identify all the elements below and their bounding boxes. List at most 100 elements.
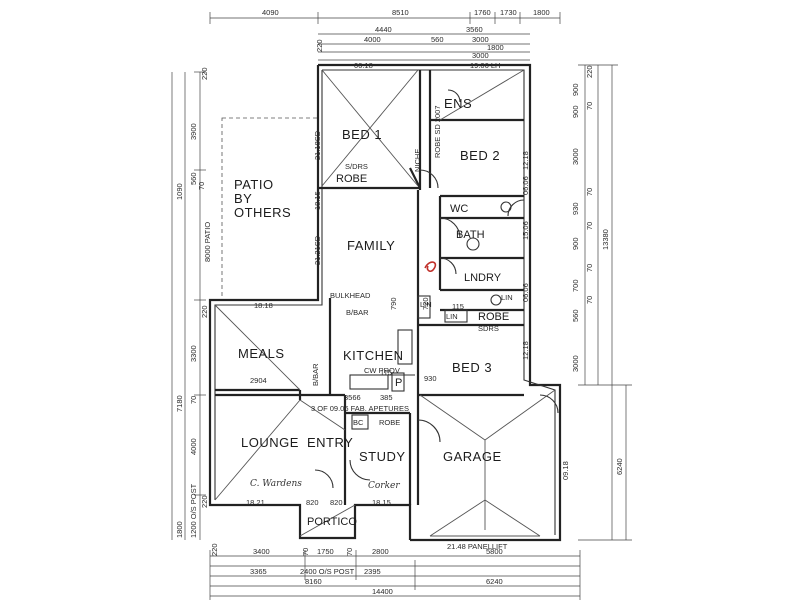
roof-lines [214, 69, 556, 537]
dim-right-70a: 70 [585, 102, 594, 110]
dim-bottom-2400: 2400 O/S POST [300, 567, 355, 576]
patio-line-2: BY [234, 191, 252, 206]
dim-top-1800b: 1800 [487, 43, 504, 52]
dimension-text-right: 220 900 900 70 3000 70 930 70 900 70 700… [571, 65, 624, 475]
win-ens: 19.06 LH [470, 61, 500, 70]
dim-left-220c: 220 [200, 495, 209, 508]
dim-left-70b: 70 [189, 396, 198, 404]
dim-left-4000: 4000 [189, 438, 198, 455]
dim-right-900b: 900 [571, 105, 580, 118]
room-bed2: BED 2 [460, 148, 500, 163]
room-kitchen: KITCHEN [343, 348, 404, 363]
win-bed2-a: 12.18 [521, 151, 530, 170]
dim-right-13380: 13380 [601, 229, 610, 250]
dim-right-3000a: 3000 [571, 148, 580, 165]
win-lndry: 06.06 [521, 283, 530, 302]
room-bc: BC [353, 418, 364, 427]
dim-top-4440: 4440 [375, 25, 392, 34]
dim-bottom-3400: 3400 [253, 547, 270, 556]
dim-right-900c: 900 [571, 237, 580, 250]
portico-width-b: 820 [330, 498, 343, 507]
dim-bottom-2395: 2395 [364, 567, 381, 576]
portico-width-a: 820 [306, 498, 319, 507]
dim-top-8510: 8510 [392, 8, 409, 17]
dim-115a: 115 [380, 368, 392, 377]
win-bed1-side: 21.18SD [313, 130, 322, 160]
win-meals: 18.18 [254, 301, 273, 310]
win-bed1: 06.18 [354, 61, 373, 70]
dim-right-70c: 70 [585, 222, 594, 230]
dim-top-3000a: 3000 [472, 35, 489, 44]
dim-top-1800: 1800 [533, 8, 550, 17]
pen-mark [424, 261, 437, 273]
win-bed3: 12.18 [521, 341, 530, 360]
room-bed3: BED 3 [452, 360, 492, 375]
dim-top-560: 560 [431, 35, 444, 44]
dim-bottom-6240: 6240 [486, 577, 503, 586]
room-ens: ENS [444, 96, 472, 111]
dim-top-220: 220 [315, 39, 324, 52]
exterior-walls [208, 63, 562, 542]
interior-walls [215, 70, 524, 505]
room-lin-3: LIN [501, 293, 513, 302]
dim-bottom-1750: 1750 [317, 547, 334, 556]
plan-notes: S/DRS ROBE SD 2007 NICHE BULKHEAD B/BAR … [246, 61, 570, 551]
dim-right-220: 220 [585, 65, 594, 78]
room-bed1: BED 1 [342, 127, 382, 142]
dim-left-3900: 3900 [189, 123, 198, 140]
win-study: 18.15 [372, 498, 391, 507]
room-garage: GARAGE [443, 449, 502, 464]
note-niche: NICHE [413, 149, 422, 172]
dim-top-3000b: 3000 [472, 51, 489, 60]
note-cw-prov: CW PROV [364, 366, 400, 375]
dim-bottom-8160: 8160 [305, 577, 322, 586]
dim-right-930: 930 [571, 202, 580, 215]
dim-left-7180: 7180 [175, 395, 184, 412]
dim-bottom-2800: 2800 [372, 547, 389, 556]
room-robe-entry: ROBE [379, 418, 400, 427]
room-wc: WC [450, 203, 468, 215]
win-lounge: 18.21 [246, 498, 265, 507]
room-lin-2: LIN [446, 312, 458, 321]
dim-bottom-14400: 14400 [372, 587, 393, 596]
dim-115b: 115 [452, 302, 464, 311]
dim-bottom-70b: 70 [345, 548, 354, 556]
room-robe-bed1: ROBE [336, 173, 367, 185]
note-sdrs-bed3: SDRS [478, 324, 499, 333]
room-robe-bed3: ROBE [478, 311, 509, 323]
dim-bottom-5800: 5800 [486, 547, 503, 556]
dim-top-3560: 3560 [466, 25, 483, 34]
room-lin-1: LIN [420, 300, 432, 309]
dim-top-4000: 4000 [364, 35, 381, 44]
dim-930: 930 [424, 374, 437, 383]
dim-bottom-220: 220 [210, 543, 219, 556]
win-bath: 15.06 [521, 221, 530, 240]
room-pantry: P [395, 377, 402, 389]
dim-right-3000b: 3000 [571, 355, 580, 372]
note-sdrs-bed1: S/DRS [345, 162, 368, 171]
room-portico: PORTICO [307, 516, 357, 528]
dim-left-220a: 220 [200, 67, 209, 80]
dim-left-1090: 1090 [175, 183, 184, 200]
patio-line-1: PATIO [234, 177, 274, 192]
win-family-2: 18.15 [313, 191, 322, 210]
room-lndry: LNDRY [464, 272, 502, 284]
dim-3566: 3566 [344, 393, 361, 402]
dim-385: 385 [380, 393, 393, 402]
dim-top-4090: 4090 [262, 8, 279, 17]
dimension-text-bottom: 220 3400 70 1750 70 2800 3365 2400 O/S P… [210, 543, 503, 596]
dimension-text-left: 220 3900 560 1090 70 8000 PATIO 220 3300… [175, 67, 212, 538]
dim-bottom-70a: 70 [301, 548, 310, 556]
dim-right-70e: 70 [585, 296, 594, 304]
dimension-lines [171, 12, 632, 600]
note-apertures: 3 OF 09.06 FAB. APETURES [311, 404, 409, 413]
dim-790: 790 [389, 297, 398, 310]
dim-kitchen: 2904 [250, 376, 267, 385]
dim-top-1760: 1760 [474, 8, 491, 17]
dim-left-3300: 3300 [189, 345, 198, 362]
dim-left-8000: 8000 PATIO [203, 222, 212, 262]
signature-left: C. Wardens [250, 479, 302, 489]
room-study: STUDY [359, 449, 406, 464]
room-bath: BATH [456, 229, 485, 241]
